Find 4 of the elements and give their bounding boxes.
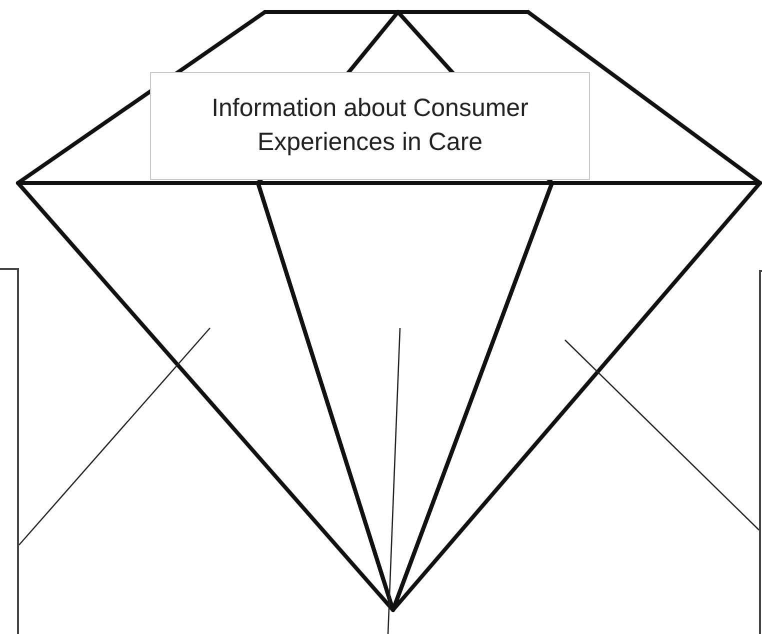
leader-line xyxy=(564,340,760,530)
title-box: Information about Consumer Experiences in Care xyxy=(150,72,590,180)
leader-line xyxy=(18,328,210,546)
leader-line xyxy=(387,328,401,634)
